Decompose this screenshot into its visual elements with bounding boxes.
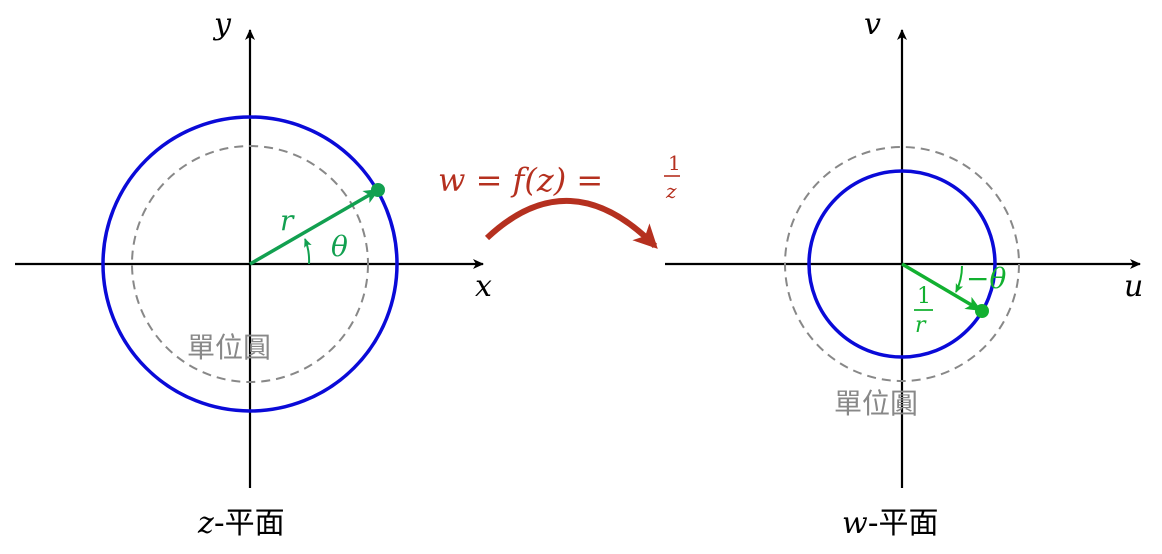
w-unit-circle-label: 單位圓 bbox=[834, 387, 918, 420]
z-radius-label: r bbox=[280, 204, 295, 237]
z-unit-circle-label: 單位圓 bbox=[187, 331, 271, 364]
w-plane-var: w bbox=[842, 506, 868, 541]
w-v-axis-label: v bbox=[864, 7, 881, 42]
mapping-formula: w = f(z) = bbox=[438, 161, 603, 199]
z-y-axis-label: y bbox=[212, 7, 232, 42]
w-plane: u v 1 r −θ 單位圓 w-平面 bbox=[665, 7, 1143, 541]
w-angle-arc bbox=[955, 265, 964, 293]
w-u-axis-label: u bbox=[1124, 269, 1143, 304]
w-radius-label-numerator: 1 bbox=[917, 284, 931, 309]
z-angle-label: θ bbox=[331, 230, 348, 263]
w-radius-label-denominator: r bbox=[915, 313, 927, 338]
z-plane-var: z bbox=[197, 506, 214, 541]
mapping-formula-denominator: z bbox=[665, 179, 677, 203]
z-point bbox=[371, 183, 385, 197]
z-unit-circle bbox=[131, 145, 369, 383]
w-point bbox=[975, 304, 989, 318]
z-plane: x y r θ 單位圓 z-平面 bbox=[15, 7, 492, 541]
z-x-axis-label: x bbox=[475, 269, 492, 304]
w-angle-label: −θ bbox=[966, 262, 1006, 295]
mapping-arrow bbox=[484, 197, 658, 249]
z-plane-text: -平面 bbox=[214, 506, 285, 541]
mapping: w = f(z) = 1 z bbox=[438, 151, 681, 249]
w-unit-circle bbox=[784, 146, 1020, 382]
w-radius-vector bbox=[901, 262, 982, 312]
z-radius-vector bbox=[249, 188, 380, 266]
mapping-formula-numerator: 1 bbox=[668, 151, 681, 175]
w-image-circle bbox=[807, 169, 997, 359]
z-image-circle bbox=[101, 115, 399, 413]
w-plane-label: w-平面 bbox=[842, 506, 939, 541]
z-angle-arc bbox=[304, 238, 312, 265]
w-plane-text: -平面 bbox=[868, 506, 939, 541]
z-plane-label: z-平面 bbox=[197, 506, 285, 541]
